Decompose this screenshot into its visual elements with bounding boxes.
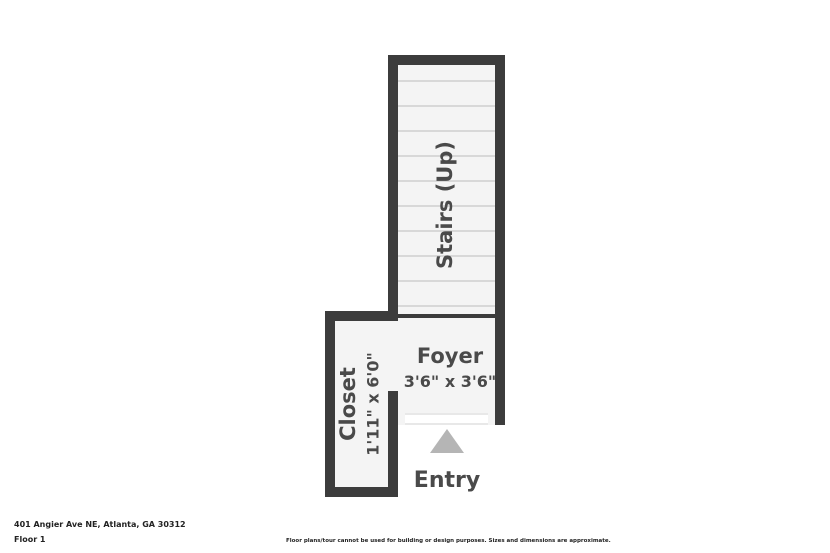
entry-doorway (405, 413, 488, 425)
foyer-floor (398, 318, 495, 425)
closet-doorway (386, 321, 400, 391)
closet-label: Closet (336, 367, 360, 441)
property-address: 401 Angier Ave NE, Atlanta, GA 30312 (14, 520, 186, 529)
foyer-dimensions: 3'6" x 3'6" (404, 372, 496, 391)
entry-arrow-icon (430, 429, 464, 453)
foyer-label: Foyer (417, 344, 484, 368)
closet-floor (335, 321, 388, 487)
closet-dimensions: 1'11" x 6'0" (364, 352, 383, 456)
disclaimer-text: Floor plans/tour cannot be used for buil… (286, 538, 611, 544)
closet-doorway-jamb (388, 391, 398, 415)
floor-label: Floor 1 (14, 535, 46, 544)
entry-label: Entry (414, 468, 480, 493)
stair-treads (398, 80, 495, 307)
stairs-label: Stairs (Up) (433, 141, 457, 269)
